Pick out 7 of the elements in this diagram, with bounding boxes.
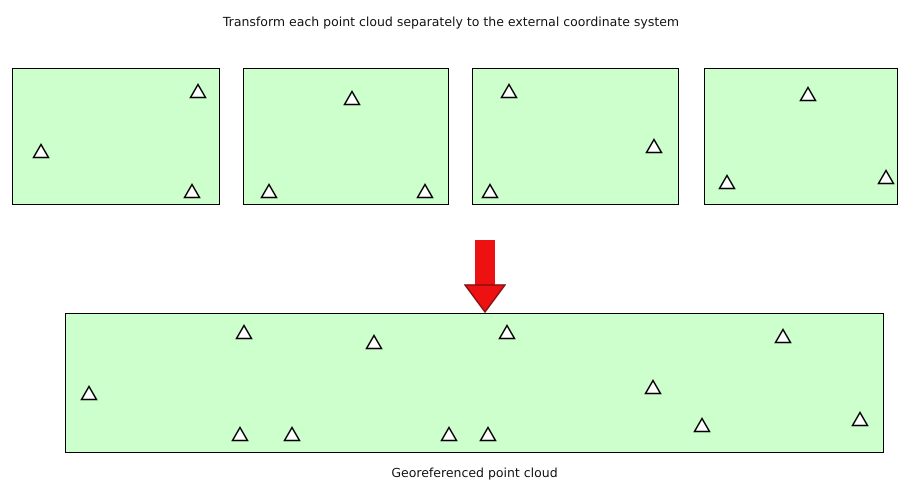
diagram-title: Transform each point cloud separately to the external coordinate system [222, 14, 680, 29]
point-cloud-panel [472, 68, 679, 205]
arrow [464, 240, 506, 313]
point-cloud-panel [243, 68, 449, 205]
point-cloud-panel [704, 68, 898, 205]
point-cloud-panel [12, 68, 220, 205]
panel-caption: Georeferenced point cloud [390, 465, 559, 480]
